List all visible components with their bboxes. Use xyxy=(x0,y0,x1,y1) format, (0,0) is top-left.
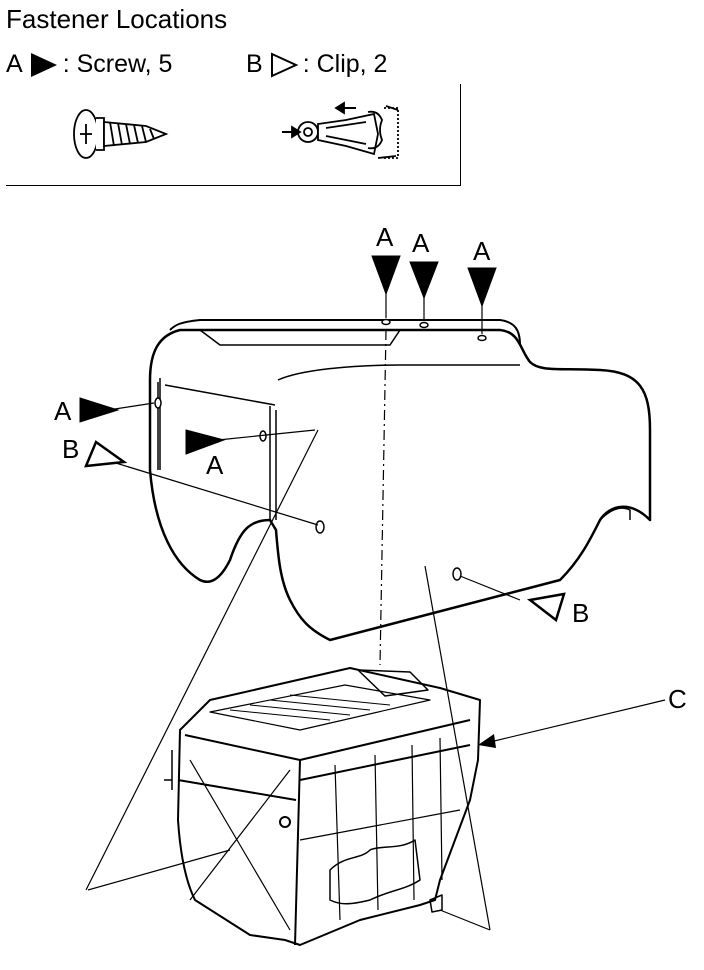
legend-screw-text: : Screw, 5 xyxy=(62,50,173,78)
legend-clip: B : Clip, 2 xyxy=(246,50,387,79)
callout-c: C xyxy=(668,684,687,714)
clip-marker-2 xyxy=(526,592,566,623)
screw-marker-4 xyxy=(79,397,120,423)
screw-icon xyxy=(73,109,169,159)
storage-box xyxy=(164,667,481,946)
callout-a-1: A xyxy=(376,222,394,252)
callout-a-2: A xyxy=(412,228,430,258)
legend-clip-text: : Clip, 2 xyxy=(302,50,388,78)
legend-clip-letter: B xyxy=(246,50,263,78)
screw-hole-markers xyxy=(154,318,487,581)
leader-lines xyxy=(85,292,666,931)
console-upper-panel xyxy=(148,319,652,642)
clip-markers xyxy=(84,440,566,623)
legend-screw: A : Screw, 5 xyxy=(6,50,172,79)
legend-box xyxy=(6,84,461,186)
outline-triangle-icon xyxy=(270,51,299,78)
clip-icon xyxy=(282,101,399,159)
callout-a-4: A xyxy=(54,396,72,426)
callout-b-1: B xyxy=(62,434,79,464)
callout-b-2: B xyxy=(572,598,589,628)
screw-marker-5 xyxy=(185,429,226,455)
clip-marker-1 xyxy=(84,440,128,468)
screw-marker-1 xyxy=(371,255,401,296)
callout-a-5: A xyxy=(206,450,224,480)
screw-marker-2 xyxy=(409,261,439,300)
legend-screw-letter: A xyxy=(6,50,23,78)
callout-a-3: A xyxy=(473,236,491,266)
screw-markers xyxy=(79,255,497,455)
page-title: Fastener Locations xyxy=(6,4,228,34)
filled-triangle-icon xyxy=(30,52,57,77)
screw-marker-3 xyxy=(467,267,497,308)
callout-c-arrow xyxy=(478,734,496,748)
